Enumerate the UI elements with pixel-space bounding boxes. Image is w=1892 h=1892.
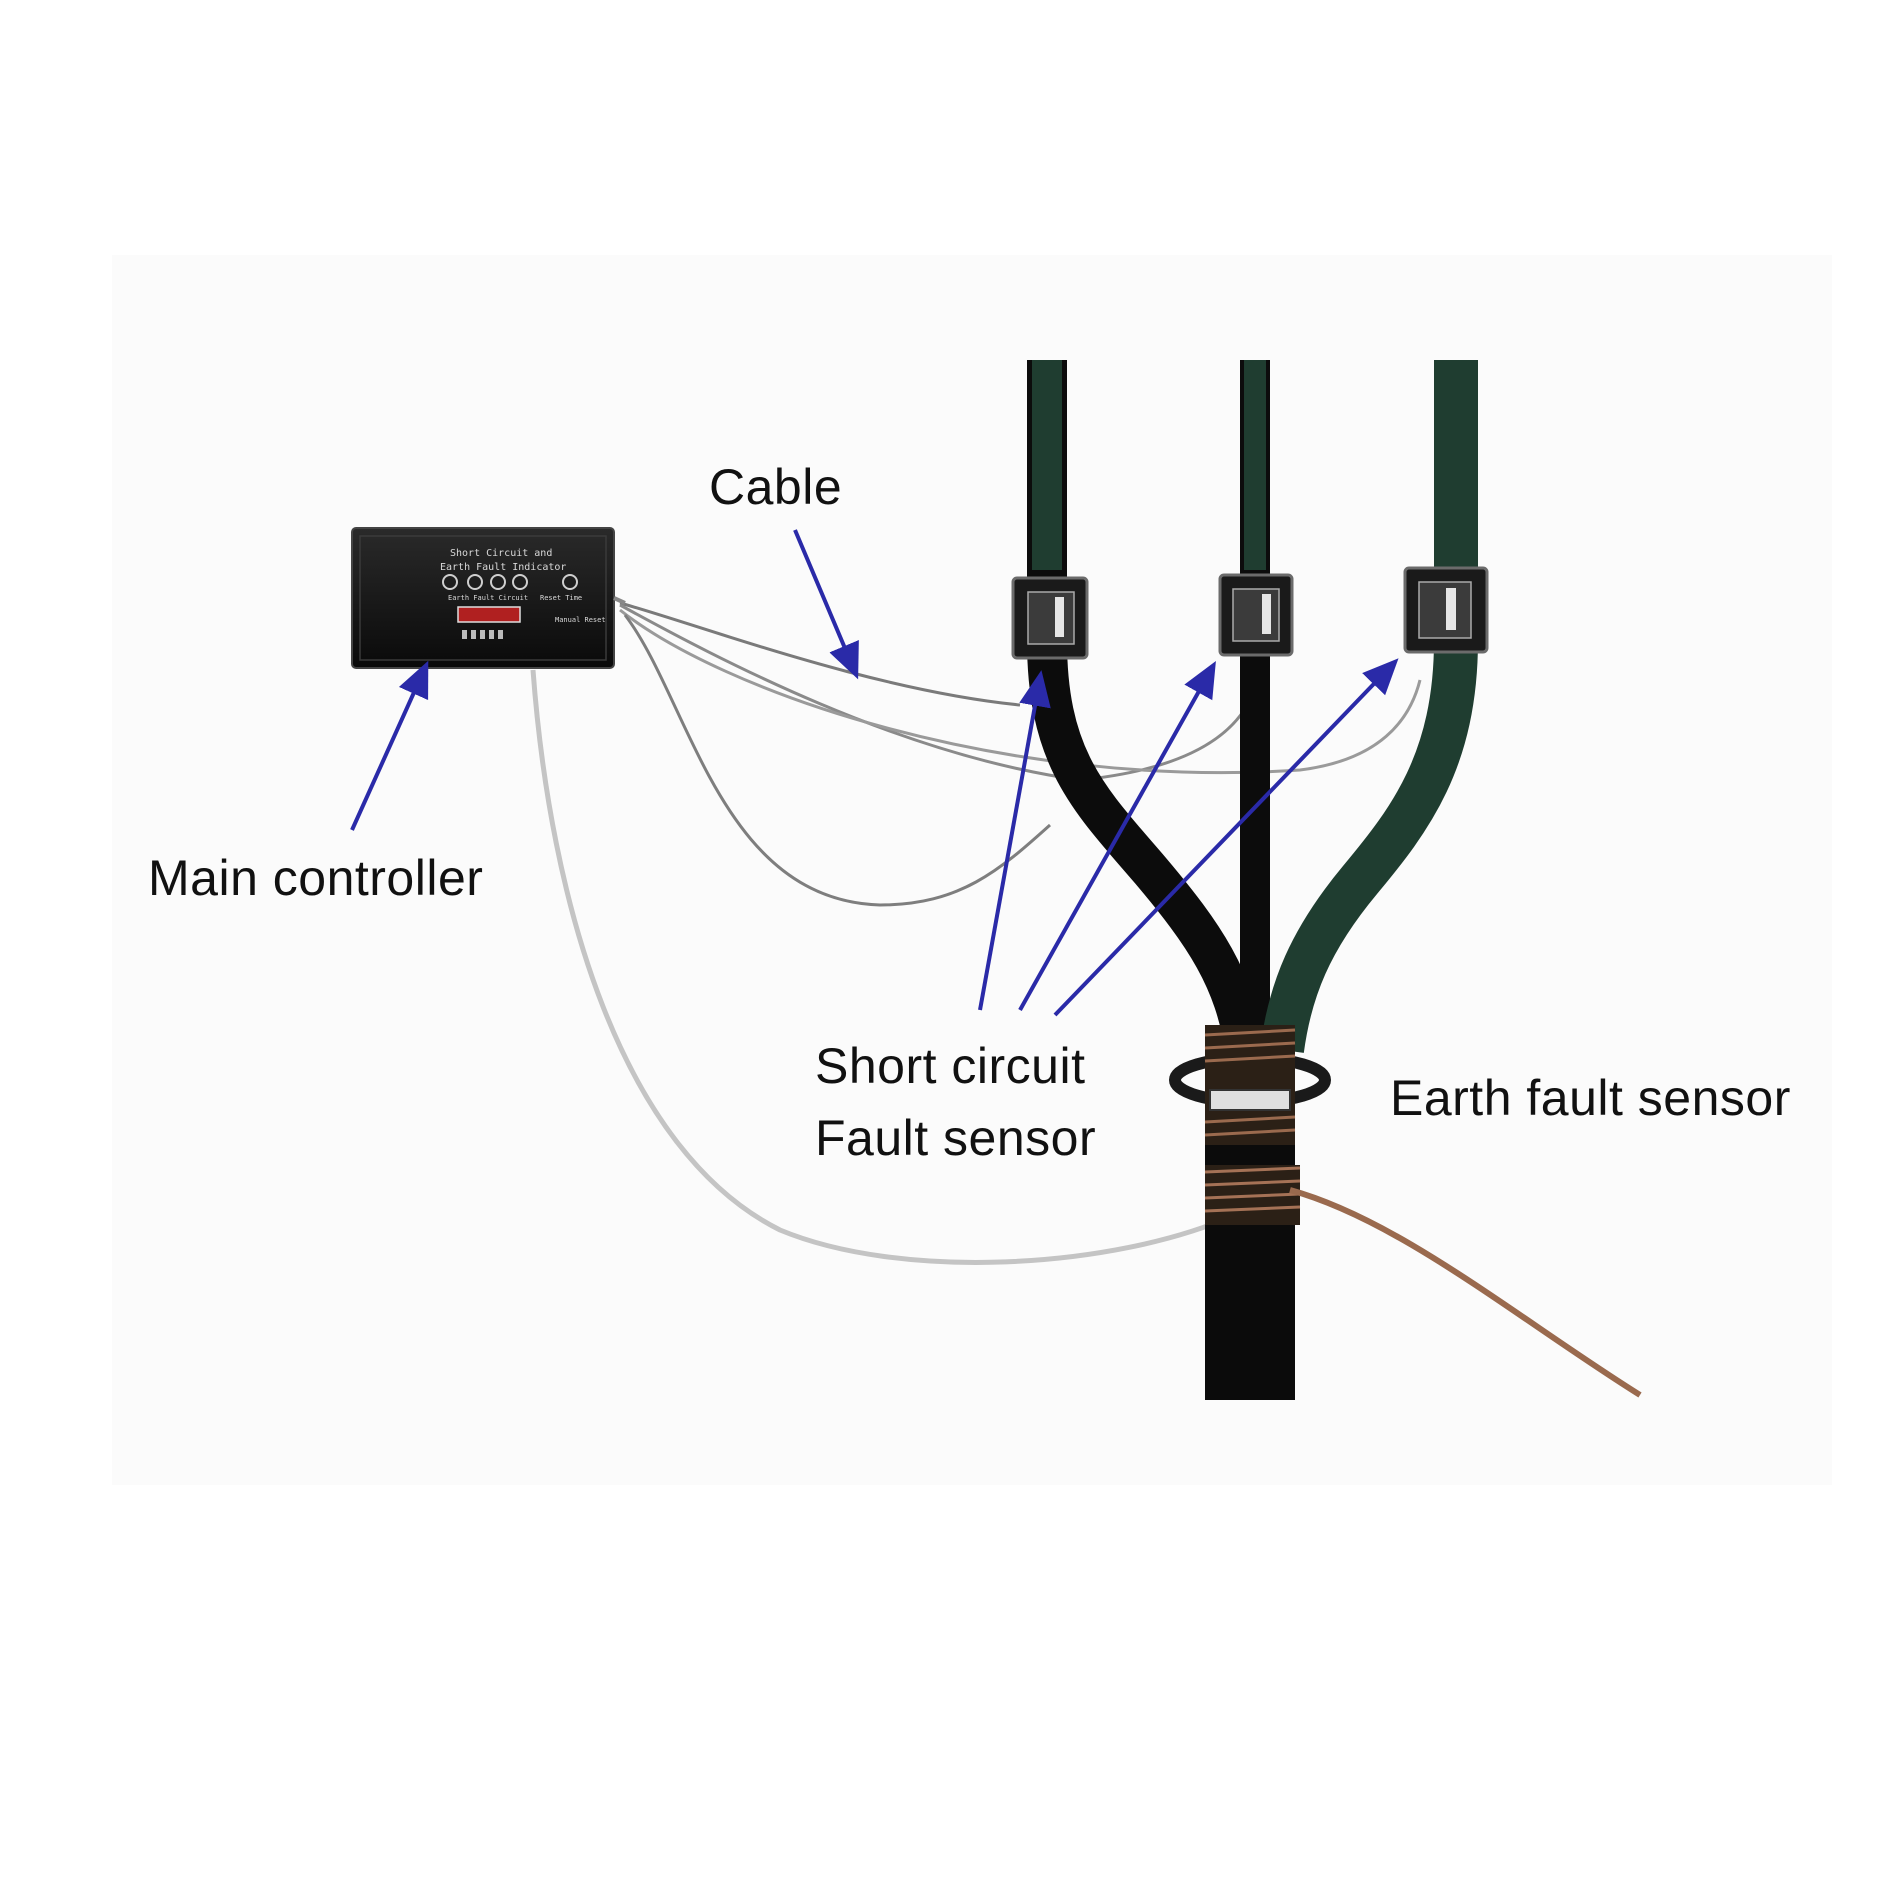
main-controller-label: Main controller <box>148 853 483 903</box>
device-reset-caption: Manual Reset <box>555 616 606 624</box>
device-title-line1: Short Circuit and <box>450 548 552 559</box>
main-controller-device: Short Circuit and Earth Fault Indicator … <box>352 528 625 668</box>
cable-label: Cable <box>709 462 842 512</box>
short-circuit-sensors <box>1013 568 1487 658</box>
device-led-caption: Earth Fault Circuit <box>448 594 528 602</box>
short-circuit-label-line2: Fault sensor <box>815 1113 1096 1163</box>
device-title-line2: Earth Fault Indicator <box>440 562 566 573</box>
device-red-indicator <box>458 607 520 622</box>
sc-sensor-1 <box>1013 578 1087 658</box>
earth-fault-sensor-label: Earth fault sensor <box>1390 1073 1791 1123</box>
short-circuit-label-line1: Short circuit <box>815 1041 1085 1091</box>
sc-sensor-2 <box>1220 575 1292 655</box>
device-side-caption: Reset Time <box>540 594 582 602</box>
sc-sensor-3 <box>1405 568 1487 652</box>
